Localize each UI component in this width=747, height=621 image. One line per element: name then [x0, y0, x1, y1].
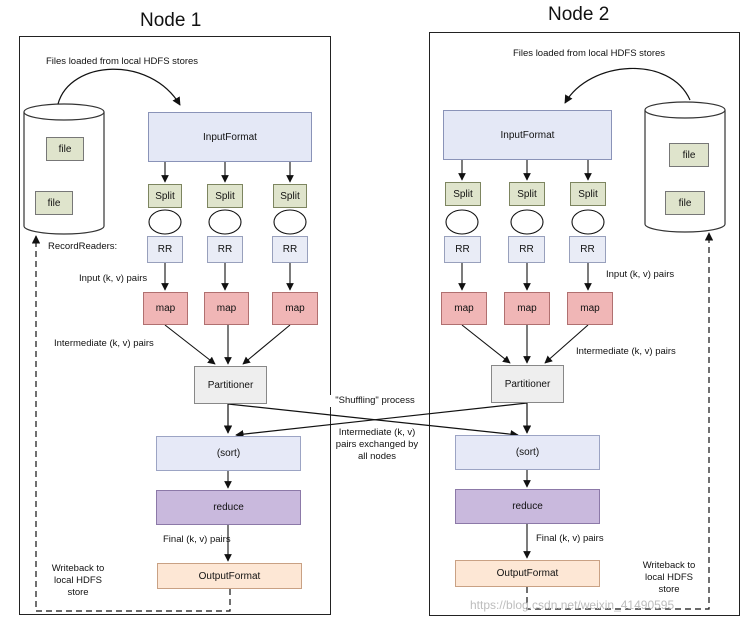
node-1-final-label: Final (k, v) pairs [163, 534, 231, 545]
node-2-inputformat: InputFormat [443, 110, 612, 160]
node-2-partitioner: Partitioner [491, 365, 564, 403]
node-1-reduce: reduce [156, 490, 301, 525]
node-1-outputformat: OutputFormat [157, 563, 302, 589]
node-1-partitioner: Partitioner [194, 366, 267, 404]
node-1-map-2: map [204, 292, 249, 325]
node-1-split-1: Split [148, 184, 182, 208]
node-1-split-3: Split [273, 184, 307, 208]
node-2-load-arrow [564, 67, 691, 104]
node-2-intermediate-label: Intermediate (k, v) pairs [576, 346, 676, 357]
node-2-map-3: map [567, 292, 613, 325]
node-2-rr-3: RR [569, 236, 606, 263]
node-2-map-2: map [504, 292, 550, 325]
node-2-rr-2: RR [508, 236, 545, 263]
node-1-split-2: Split [207, 184, 243, 208]
node-2-files-label: Files loaded from local HDFS stores [513, 48, 666, 59]
node-1-input-pairs-label: Input (k, v) pairs [79, 273, 148, 284]
node-2-file-2: file [665, 191, 705, 215]
node-1-file-1: file [46, 137, 84, 161]
node-2-map-1: map [441, 292, 487, 325]
node-1-file-2: file [35, 191, 73, 215]
node-2-file-1: file [669, 143, 709, 167]
node-2-input-pairs-label: Input (k, v) pairs [606, 269, 675, 280]
node-2-writeback-arrow [526, 232, 714, 610]
node-1-files-label: Files loaded from local HDFS stores [46, 56, 199, 67]
node-1-load-arrow [57, 68, 181, 106]
node-2-split-2: Split [509, 182, 545, 206]
node-1-map-1: map [143, 292, 188, 325]
node-1-rr-1: RR [147, 236, 183, 263]
watermark-text: https://blog.csdn.net/weixin_41490595 [470, 598, 675, 612]
node-1-inputformat: InputFormat [148, 112, 312, 162]
node-2-final-label: Final (k, v) pairs [536, 533, 604, 544]
node-2-split-3: Split [570, 182, 606, 206]
node-1-writeback-label: Writeback to local HDFS store [51, 563, 105, 598]
node-2-writeback-label: Writeback to local HDFS store [642, 560, 696, 595]
node-2-reduce: reduce [455, 489, 600, 524]
shuffle-process-label: "Shuffling" process [325, 395, 425, 407]
node-1-sort: (sort) [156, 436, 301, 471]
node-2-rr-1: RR [444, 236, 481, 263]
node-2-title: Node 2 [548, 4, 610, 25]
node-1-title: Node 1 [140, 10, 202, 31]
node-1-rr-3: RR [272, 236, 308, 263]
node-2-split-1: Split [445, 182, 481, 206]
shuffle-exchange-label: Intermediate (k, v) pairs exchanged by a… [335, 427, 419, 462]
shuffle-arrow-node2-to-node1 [235, 402, 528, 439]
node-1-recordreaders-label: RecordReaders: [48, 241, 118, 252]
node-1-map-3: map [272, 292, 318, 325]
node-1-intermediate-label: Intermediate (k, v) pairs [54, 338, 154, 349]
node-2-sort: (sort) [455, 435, 600, 470]
node-1-writeback-arrow [31, 235, 231, 612]
node-1-rr-2: RR [207, 236, 243, 263]
node-2-outputformat: OutputFormat [455, 560, 600, 587]
